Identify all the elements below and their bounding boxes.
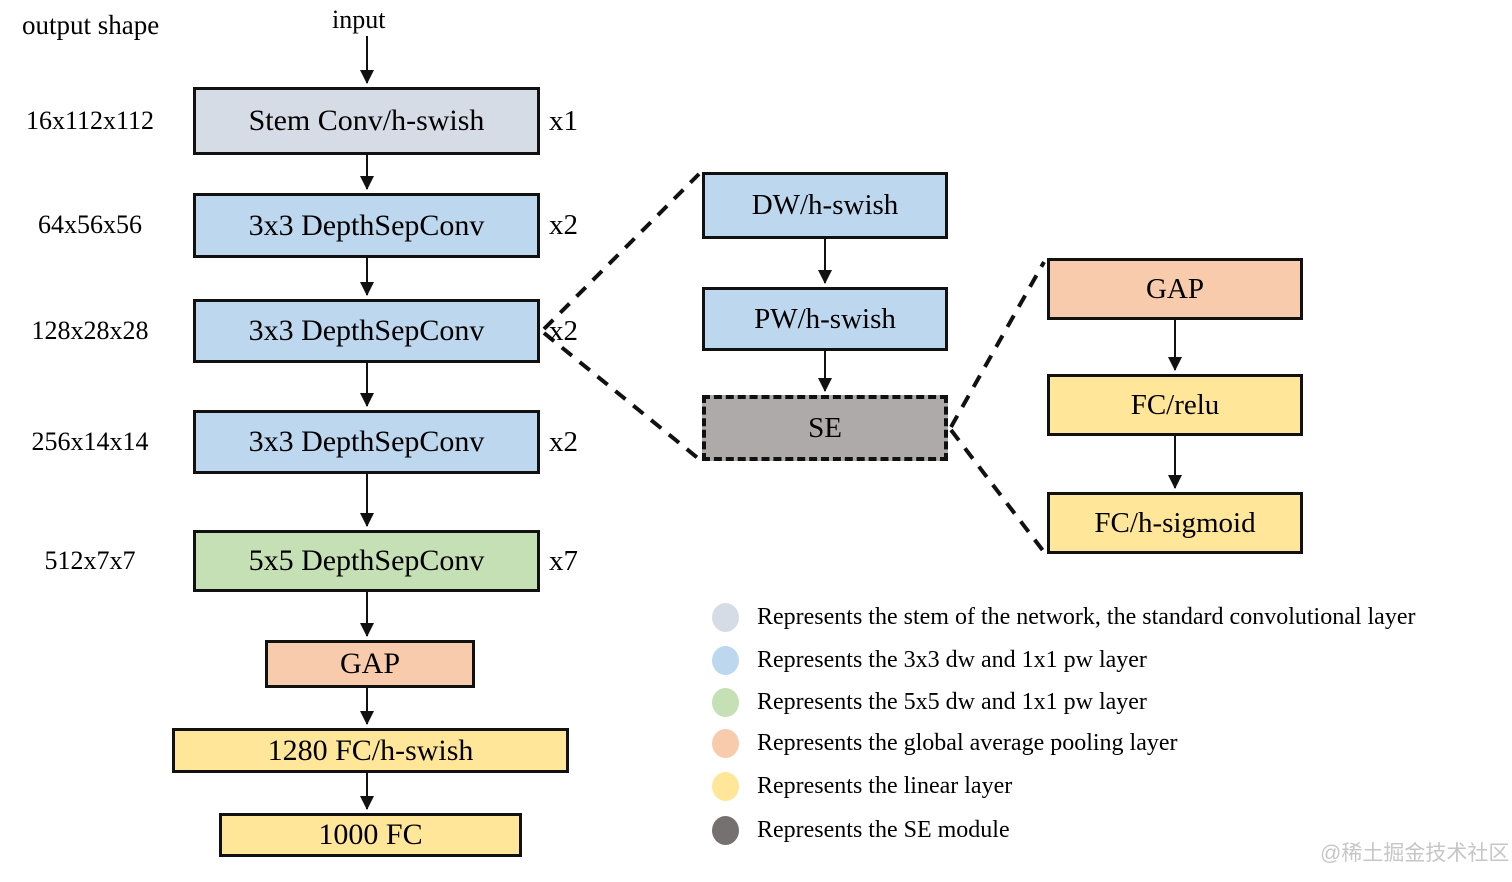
dashed-se-to-gap — [949, 261, 1046, 428]
repeat-label-x7: x7 — [549, 544, 578, 577]
flow-arrows — [360, 36, 1182, 810]
repeat-label-x1: x1 — [549, 104, 578, 137]
node-depthsepconv-5x5: 5x5 DepthSepConv — [193, 530, 540, 592]
node-depthsepconv-3: 3x3 DepthSepConv — [193, 410, 540, 474]
repeat-label-x2: x2 — [549, 208, 578, 241]
node-se-gap: GAP — [1047, 258, 1303, 320]
repeat-label-x2: x2 — [549, 314, 578, 347]
node-label: FC/relu — [1130, 388, 1220, 421]
node-pw-hswish: PW/h-swish — [702, 287, 948, 351]
legend-dot-5x5 — [712, 687, 739, 717]
expand-connectors — [542, 172, 1046, 554]
node-label: 3x3 DepthSepConv — [248, 208, 485, 242]
node-label: 5x5 DepthSepConv — [248, 544, 485, 577]
legend-item-se: Represents the SE module — [712, 815, 1010, 845]
node-stem-conv: Stem Conv/h-swish — [193, 87, 540, 155]
node-fc-hsigmoid: FC/h-sigmoid — [1047, 492, 1303, 554]
legend-item-label: Represents the 5x5 dw and 1x1 pw layer — [757, 688, 1147, 715]
node-label: 3x3 DepthSepConv — [248, 425, 485, 458]
watermark: @稀土掘金技术社区 — [1320, 842, 1510, 865]
legend-item-label: Represents the stem of the network, the … — [757, 603, 1416, 630]
node-label: FC/h-sigmoid — [1094, 506, 1256, 539]
legend-dot-linear — [712, 771, 739, 801]
dashed-dsc-to-dw — [542, 172, 701, 331]
node-dw-hswish: DW/h-swish — [702, 172, 948, 239]
node-se-module: SE — [702, 395, 948, 461]
legend-item-label: Represents the global average pooling la… — [757, 729, 1178, 756]
node-depthsepconv-1: 3x3 DepthSepConv — [193, 193, 540, 258]
dashed-se-to-fcsigmoid — [949, 428, 1046, 554]
repeat-label-x2: x2 — [549, 425, 578, 458]
input-label: input — [332, 5, 386, 34]
shape-label-128x28x28: 128x28x28 — [31, 316, 149, 345]
node-label: 3x3 DepthSepConv — [248, 314, 485, 347]
legend-dot-se — [712, 815, 739, 845]
node-fc-relu: FC/relu — [1047, 374, 1303, 436]
legend-item-linear: Represents the linear layer — [712, 771, 1012, 801]
dashed-dsc-to-se — [542, 331, 701, 461]
legend-item-gap: Represents the global average pooling la… — [712, 728, 1178, 758]
legend-item-stem: Represents the stem of the network, the … — [712, 602, 1415, 632]
legend-item-3x3: Represents the 3x3 dw and 1x1 pw layer — [712, 645, 1147, 675]
node-label: DW/h-swish — [751, 189, 899, 221]
shape-label-256x14x14: 256x14x14 — [31, 427, 149, 456]
node-label: GAP — [1145, 272, 1204, 305]
node-label: GAP — [339, 647, 400, 680]
legend-dot-3x3 — [712, 645, 739, 675]
node-fc-1280: 1280 FC/h-swish — [172, 728, 569, 773]
shape-label-512x7x7: 512x7x7 — [44, 546, 136, 575]
node-depthsepconv-2: 3x3 DepthSepConv — [193, 299, 540, 363]
legend-item-label: Represents the linear layer — [757, 772, 1013, 799]
legend-dot-gap — [712, 728, 739, 758]
node-fc-1000: 1000 FC — [219, 813, 522, 857]
legend-dot-stem — [712, 602, 739, 632]
node-label: 1280 FC/h-swish — [267, 733, 474, 767]
legend-item-label: Represents the SE module — [757, 816, 1010, 843]
node-label: SE — [808, 411, 842, 444]
legend-item-label: Represents the 3x3 dw and 1x1 pw layer — [757, 646, 1147, 673]
legend-item-5x5: Represents the 5x5 dw and 1x1 pw layer — [712, 687, 1147, 717]
output-shape-heading: output shape — [22, 10, 160, 40]
node-gap: GAP — [265, 640, 475, 688]
node-label: 1000 FC — [318, 818, 423, 851]
node-label: PW/h-swish — [754, 302, 896, 335]
shape-label-64x56x56: 64x56x56 — [38, 210, 142, 239]
shape-label-16x112x112: 16x112x112 — [25, 106, 155, 135]
node-label: Stem Conv/h-swish — [248, 104, 485, 137]
